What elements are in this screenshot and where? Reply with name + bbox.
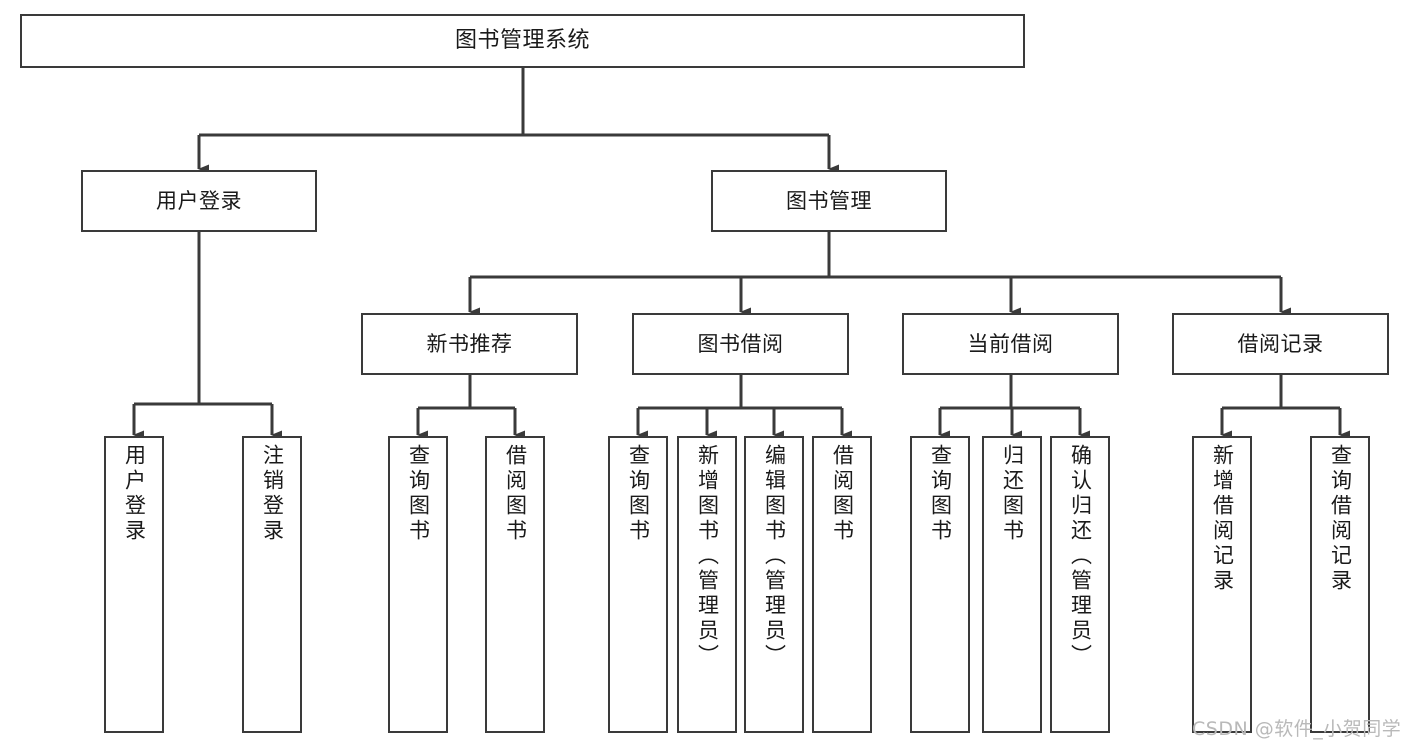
node-label: 新增借阅记录 xyxy=(1210,444,1235,594)
node-leaf-user-login[interactable]: 用户登录 xyxy=(104,436,164,733)
node-label: 当前借阅 xyxy=(967,331,1054,356)
node-leaf-bb-borrow[interactable]: 借阅图书 xyxy=(812,436,872,733)
node-label: 查询图书 xyxy=(928,444,953,544)
node-label: 新增图书（管理员） xyxy=(695,444,720,669)
node-label: 图书管理 xyxy=(786,188,872,213)
node-label: 新书推荐 xyxy=(426,331,513,356)
node-label: 用户登录 xyxy=(156,188,242,213)
node-label: 借阅图书 xyxy=(830,444,855,544)
node-current-borrow[interactable]: 当前借阅 xyxy=(902,313,1119,375)
node-leaf-rec-query[interactable]: 查询图书 xyxy=(388,436,448,733)
node-label: 借阅图书 xyxy=(503,444,528,544)
node-leaf-bb-add[interactable]: 新增图书（管理员） xyxy=(677,436,737,733)
node-label: 注销登录 xyxy=(260,444,285,544)
node-user-login[interactable]: 用户登录 xyxy=(81,170,317,232)
node-label: 编辑图书（管理员） xyxy=(762,444,787,669)
watermark-text: CSDN @软件_小贺同学 xyxy=(1192,718,1402,740)
node-label: 归还图书 xyxy=(1000,444,1025,544)
node-label: 借阅记录 xyxy=(1237,331,1324,356)
node-leaf-cb-confirm[interactable]: 确认归还（管理员） xyxy=(1050,436,1110,733)
node-leaf-logout[interactable]: 注销登录 xyxy=(242,436,302,733)
node-leaf-bb-query[interactable]: 查询图书 xyxy=(608,436,668,733)
node-label: 查询借阅记录 xyxy=(1328,444,1353,594)
node-label: 用户登录 xyxy=(122,444,147,544)
node-label: 查询图书 xyxy=(406,444,431,544)
node-label: 查询图书 xyxy=(626,444,651,544)
node-label: 图书借阅 xyxy=(697,331,784,356)
node-book-borrow[interactable]: 图书借阅 xyxy=(632,313,849,375)
node-leaf-bb-edit[interactable]: 编辑图书（管理员） xyxy=(744,436,804,733)
node-root[interactable]: 图书管理系统 xyxy=(20,14,1025,68)
node-leaf-rec-borrow[interactable]: 借阅图书 xyxy=(485,436,545,733)
node-new-book-rec[interactable]: 新书推荐 xyxy=(361,313,578,375)
node-label: 图书管理系统 xyxy=(454,28,590,54)
node-leaf-br-add[interactable]: 新增借阅记录 xyxy=(1192,436,1252,733)
node-leaf-cb-return[interactable]: 归还图书 xyxy=(982,436,1042,733)
node-leaf-br-query[interactable]: 查询借阅记录 xyxy=(1310,436,1370,733)
node-label: 确认归还（管理员） xyxy=(1068,444,1093,669)
node-leaf-cb-query[interactable]: 查询图书 xyxy=(910,436,970,733)
node-borrow-record[interactable]: 借阅记录 xyxy=(1172,313,1389,375)
node-book-manage[interactable]: 图书管理 xyxy=(711,170,947,232)
